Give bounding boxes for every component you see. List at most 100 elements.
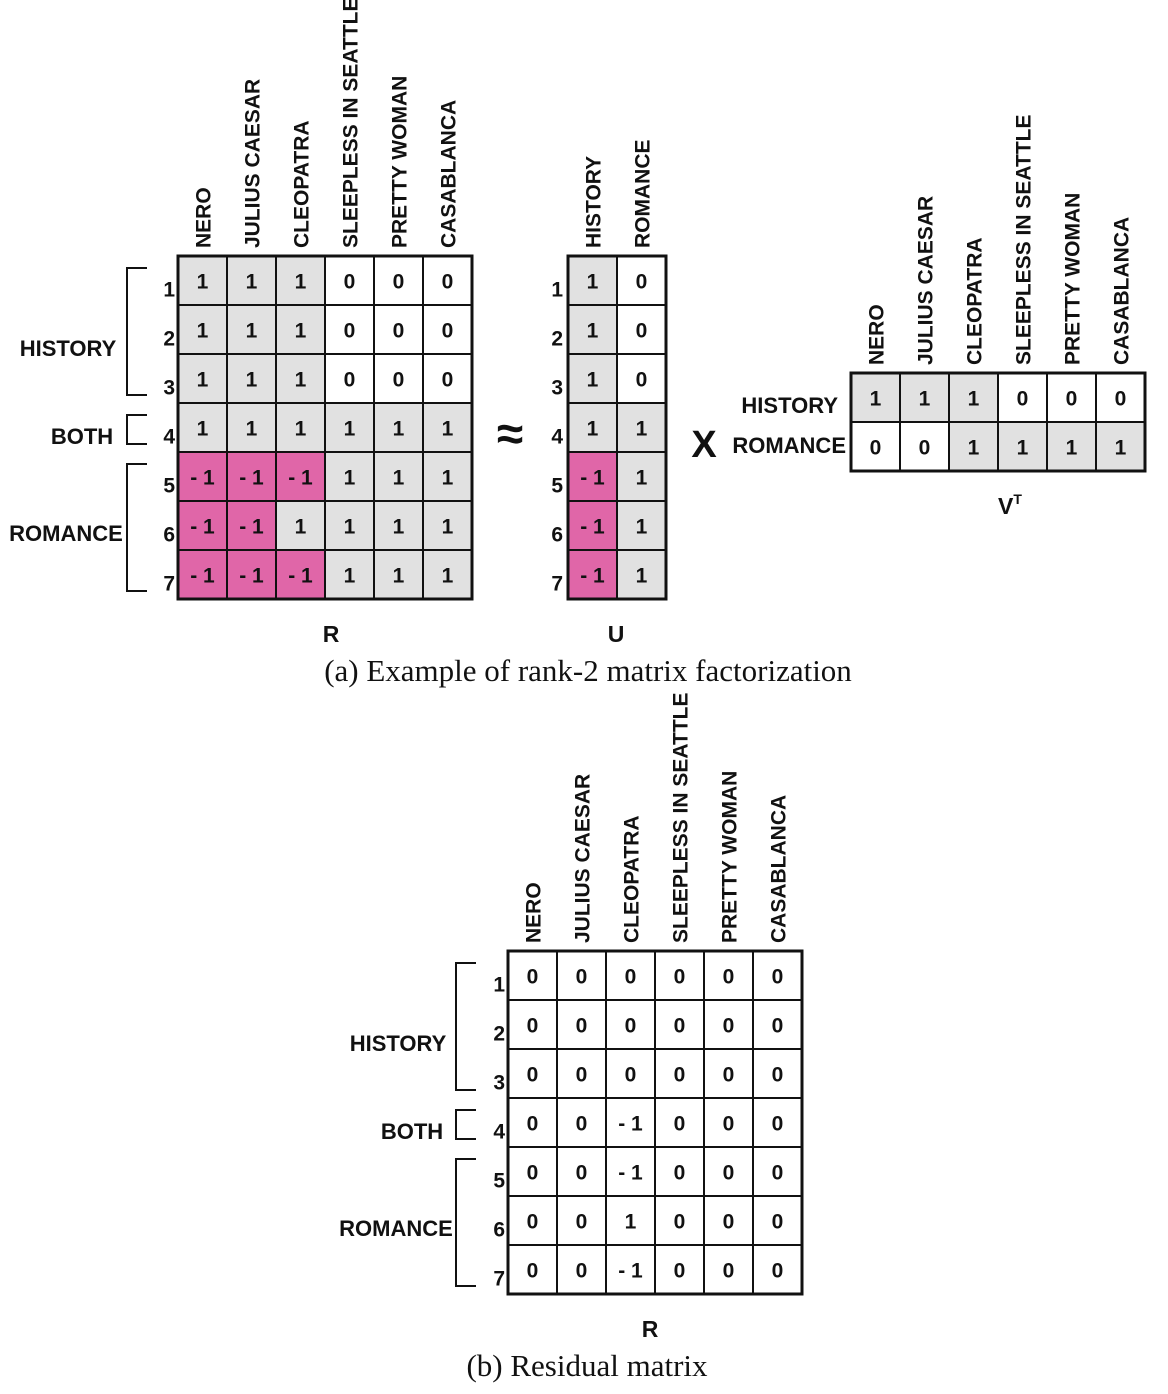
residual-column-header: JULIUS CAESAR: [572, 774, 595, 943]
r-row-number: 5: [163, 475, 175, 498]
residual-cell-value: 0: [772, 966, 784, 989]
item-factor-matrix-vt-label: VT: [998, 491, 1022, 519]
r-cell: [177, 500, 228, 551]
u-cell-value: 1: [587, 369, 599, 392]
residual-group-label-romance: ROMANCE: [339, 1216, 453, 1241]
residual-cell: [605, 1048, 656, 1099]
u-row-number: 1: [551, 279, 563, 302]
residual-cell-value: 0: [527, 1162, 539, 1185]
u-cell-value: - 1: [580, 565, 605, 588]
residual-cell-value: 0: [674, 1260, 686, 1283]
u-cell-value: 1: [636, 565, 648, 588]
residual-bracket-history: [455, 962, 476, 1091]
r-cell-value: 1: [197, 369, 209, 392]
residual-column-header: SLEEPLESS IN SEATTLE: [670, 693, 693, 943]
r-cell: [373, 353, 424, 404]
residual-cell-value: 0: [772, 1064, 784, 1087]
r-cell: [226, 402, 277, 453]
residual-cell: [507, 1244, 558, 1295]
residual-cell-value: 0: [723, 966, 735, 989]
vt-column-header: CLEOPATRA: [964, 237, 987, 365]
r-cell-value: 1: [197, 320, 209, 343]
r-cell-value: 1: [246, 271, 258, 294]
vt-label-superscript: T: [1013, 491, 1022, 507]
residual-cell-value: 0: [625, 966, 637, 989]
group-label-both: BOTH: [51, 424, 113, 449]
r-cell-value: 1: [295, 271, 307, 294]
r-cell: [373, 451, 424, 502]
residual-cell-value: 0: [576, 1015, 588, 1038]
vt-cell-value: 1: [968, 388, 980, 411]
r-bracket-romance: [126, 463, 147, 592]
r-cell-value: 0: [442, 320, 454, 343]
r-cell-value: 1: [393, 418, 405, 441]
vt-label-base: V: [998, 493, 1014, 519]
r-column-header: SLEEPLESS IN SEATTLE: [340, 0, 363, 248]
residual-cell-value: 0: [723, 1260, 735, 1283]
r-cell: [324, 402, 375, 453]
r-cell-value: 0: [393, 271, 405, 294]
r-cell-value: - 1: [288, 565, 313, 588]
r-cell-value: 1: [246, 320, 258, 343]
residual-cell: [605, 1244, 656, 1295]
r-cell: [177, 402, 228, 453]
residual-cell: [703, 1097, 754, 1148]
r-cell-value: 0: [393, 320, 405, 343]
r-cell-value: 1: [197, 418, 209, 441]
vt-cell-value: 1: [1017, 437, 1029, 460]
r-row-number: 7: [163, 573, 175, 596]
r-cell-value: 1: [442, 467, 454, 490]
vt-cell: [1095, 372, 1146, 423]
residual-cell-value: 0: [625, 1015, 637, 1038]
residual-cell: [703, 1244, 754, 1295]
vt-cell-value: 1: [919, 388, 931, 411]
u-row-number: 7: [551, 573, 563, 596]
r-row-number: 4: [163, 426, 175, 449]
r-cell-value: - 1: [288, 467, 313, 490]
residual-group-label-both: BOTH: [381, 1119, 443, 1144]
residual-border: [506, 949, 804, 1296]
residual-row-number: 5: [493, 1170, 505, 1193]
r-cell-value: - 1: [239, 516, 264, 539]
vt-cell-value: 0: [919, 437, 931, 460]
r-cell-value: 1: [295, 418, 307, 441]
r-cell-value: 1: [442, 565, 454, 588]
residual-cell: [752, 1097, 803, 1148]
residual-row-number: 1: [493, 974, 505, 997]
residual-cell-value: 0: [723, 1113, 735, 1136]
r-cell: [226, 304, 277, 355]
r-cell: [422, 500, 473, 551]
r-row-number: 1: [163, 279, 175, 302]
residual-cell-value: 0: [674, 1015, 686, 1038]
r-bracket-both: [126, 414, 147, 445]
residual-column-header: CASABLANCA: [768, 795, 791, 943]
residual-cell-value: 0: [723, 1015, 735, 1038]
residual-cell: [703, 1146, 754, 1197]
vt-cell: [997, 372, 1048, 423]
residual-row-number: 3: [493, 1072, 505, 1095]
residual-cell: [605, 1146, 656, 1197]
residual-cell: [752, 950, 803, 1001]
residual-cell: [703, 1048, 754, 1099]
residual-cell-value: 0: [527, 1015, 539, 1038]
residual-cell: [654, 1195, 705, 1246]
residual-cell-value: 0: [674, 1113, 686, 1136]
r-cell: [177, 549, 228, 600]
u-cell-value: - 1: [580, 516, 605, 539]
residual-cell-value: - 1: [618, 1260, 643, 1283]
r-cell-value: 1: [197, 271, 209, 294]
r-cell-value: 1: [344, 516, 356, 539]
r-cell-value: 1: [295, 369, 307, 392]
u-cell-value: 1: [587, 418, 599, 441]
u-cell-value: 1: [587, 271, 599, 294]
group-label-romance: ROMANCE: [9, 521, 123, 546]
residual-column-header: NERO: [523, 882, 546, 943]
residual-cell-value: 0: [527, 1211, 539, 1234]
r-cell-value: 1: [393, 516, 405, 539]
